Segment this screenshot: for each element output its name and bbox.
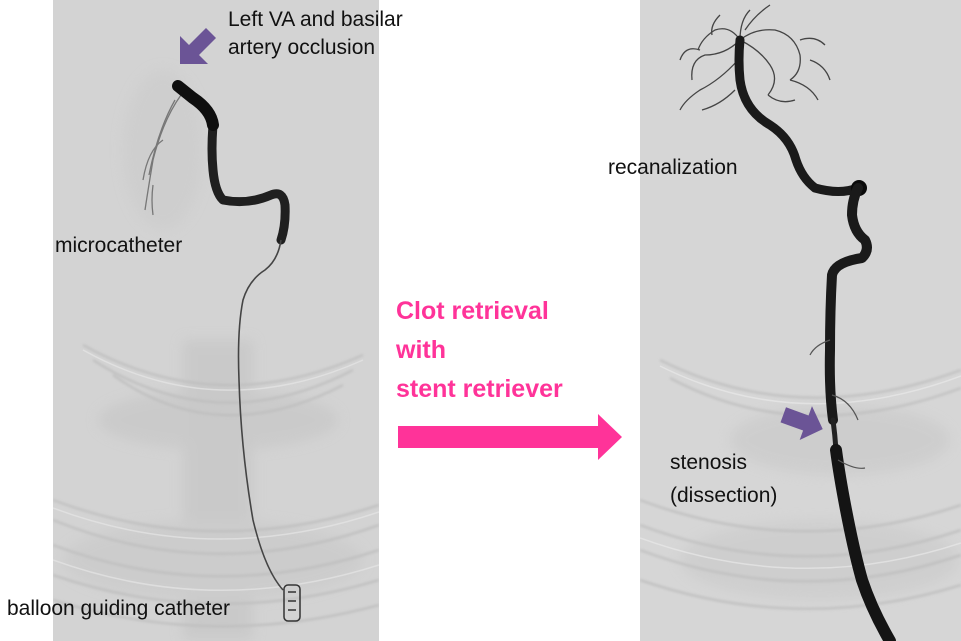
stenosis-label-line1: stenosis — [670, 451, 748, 474]
arrow-pointing-down-left-icon — [180, 28, 216, 64]
microcatheter-label: microcatheter — [55, 234, 183, 257]
procedure-caption-line1: Clot retrieval — [396, 297, 549, 325]
left-angiogram-image — [53, 0, 379, 641]
procedure-caption-line2: with — [396, 336, 446, 364]
stenosis-pointer-arrow-icon — [780, 406, 823, 440]
balloon-catheter-label: balloon guiding catheter — [7, 597, 231, 620]
occlusion-label-line1: Left VA and basilar — [228, 8, 403, 31]
right-angiogram-panel — [640, 0, 961, 641]
occlusion-label-line2: artery occlusion — [228, 36, 376, 59]
stenosis-label-line2: (dissection) — [670, 484, 778, 507]
left-angiogram-panel — [53, 0, 379, 641]
procedure-caption: Clot retrieval with stent retriever — [396, 292, 563, 409]
right-angiogram-image — [640, 0, 961, 641]
arrow-right-icon — [398, 414, 622, 460]
recanalization-label: recanalization — [608, 156, 738, 179]
procedure-caption-line3: stent retriever — [396, 375, 563, 403]
